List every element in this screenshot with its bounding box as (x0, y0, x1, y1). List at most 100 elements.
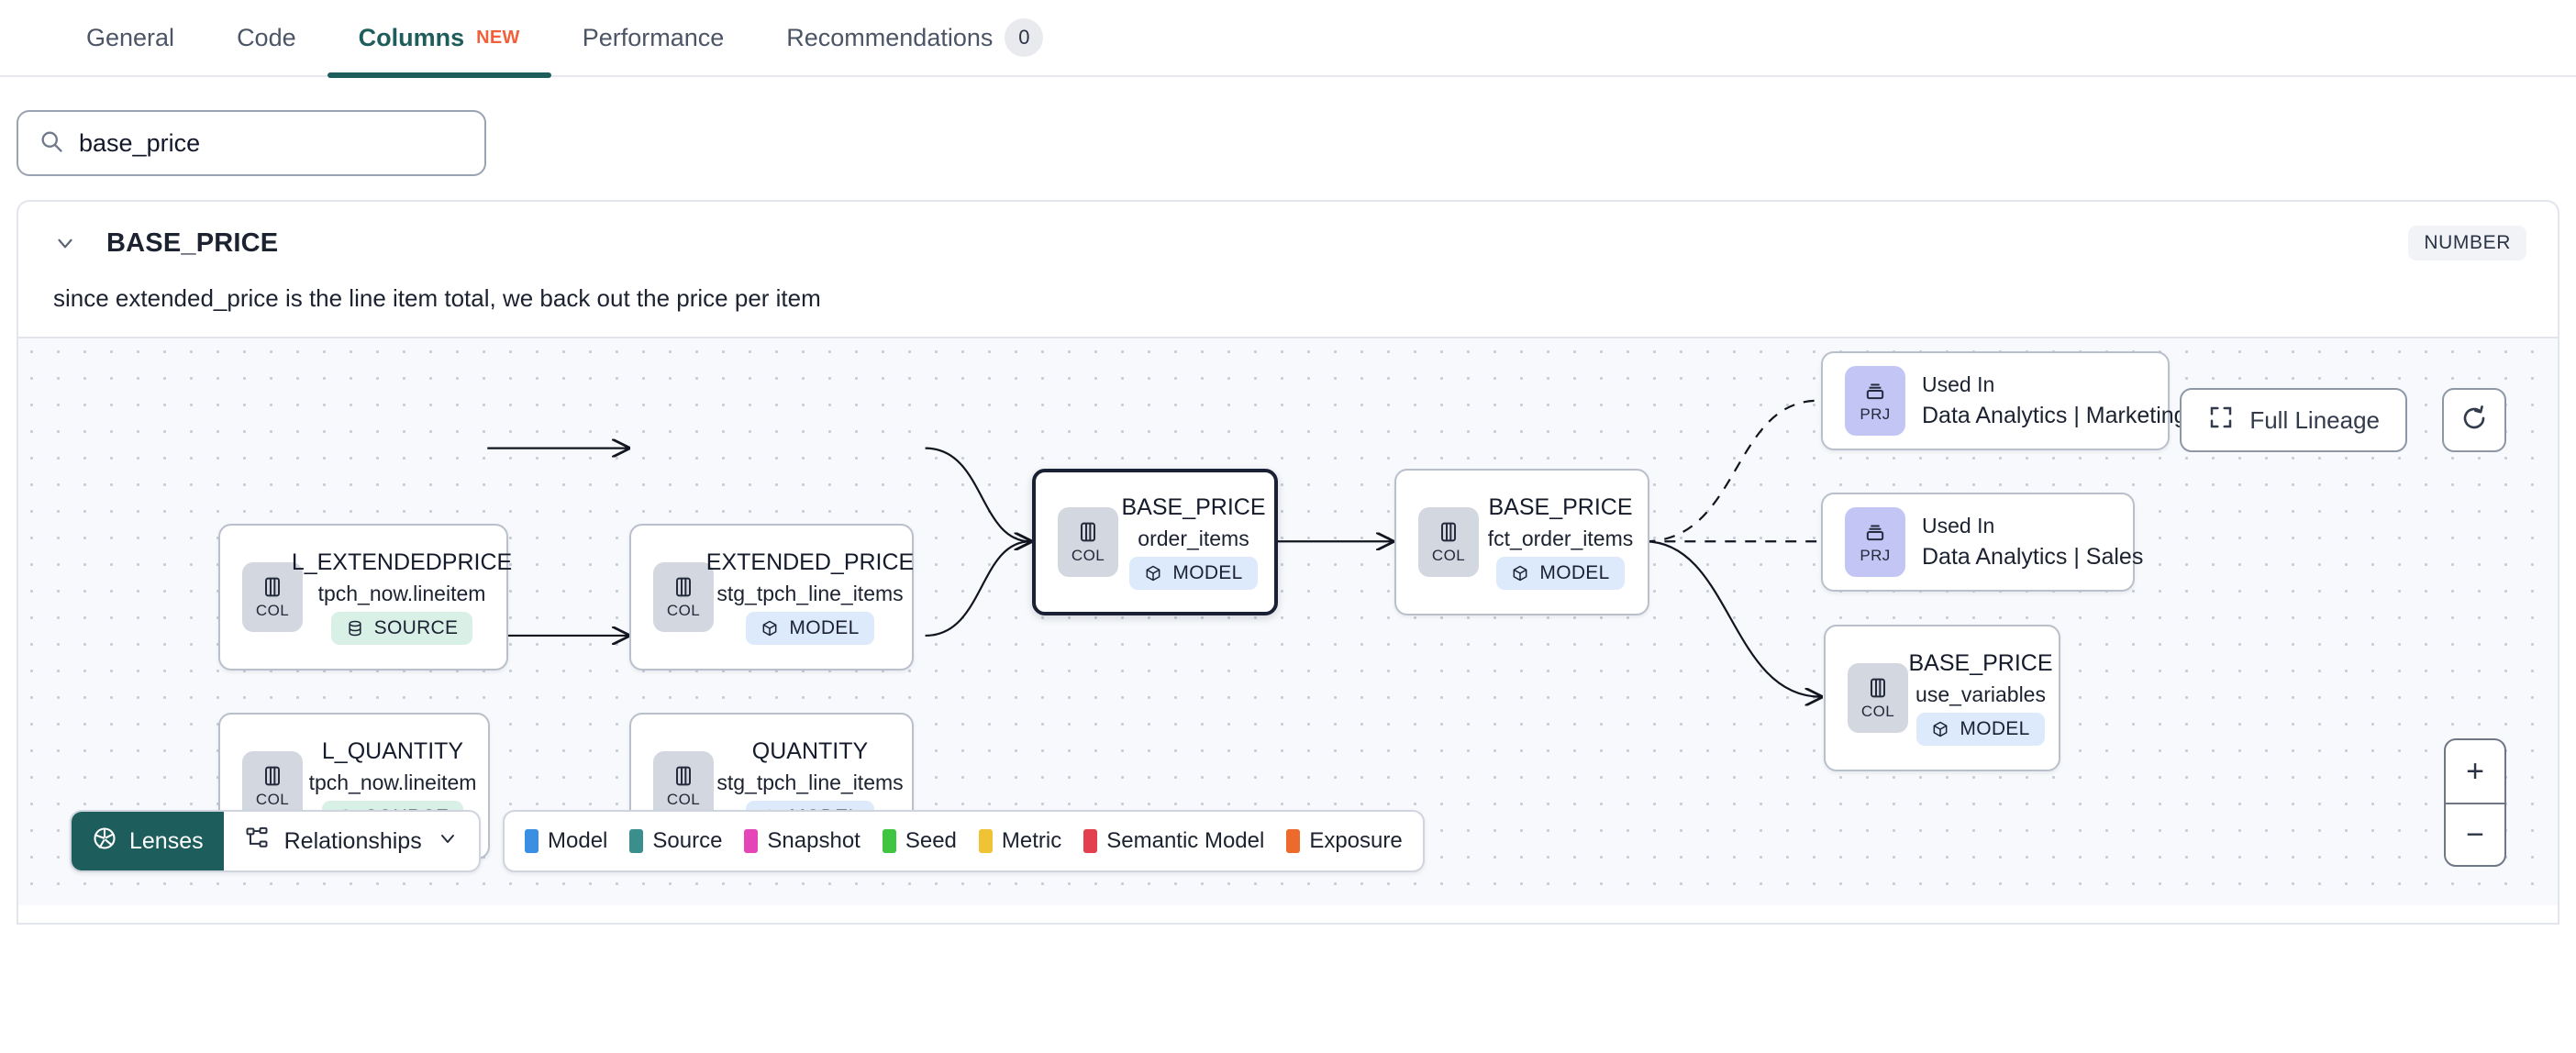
search-icon (39, 128, 64, 159)
tab-code[interactable]: Code (205, 0, 328, 76)
legend-swatch (1286, 829, 1301, 853)
node-pill-label: MODEL (1539, 562, 1610, 583)
node-body: Used In Data Analytics | Marketing (1922, 372, 2187, 429)
legend-swatch (744, 829, 759, 853)
search-box[interactable] (17, 110, 486, 176)
aperture-icon (92, 826, 117, 858)
full-lineage-label: Full Lineage (2249, 405, 2380, 434)
tab-new-flag: NEW (476, 27, 520, 48)
legend-item-seed[interactable]: Seed (882, 828, 957, 854)
node-type-pill: MODEL (1129, 557, 1258, 590)
legend-swatch (1083, 829, 1098, 853)
node-title: BASE_PRICE (1488, 494, 1633, 520)
node-subtitle: order_items (1138, 526, 1249, 550)
tab-label: General (86, 23, 175, 51)
lenses-label: Lenses (129, 827, 204, 854)
legend-item-exposure[interactable]: Exposure (1286, 828, 1403, 854)
cube-icon (762, 620, 777, 637)
node-type-pill: MODEL (1916, 713, 2045, 746)
legend-swatch (629, 829, 644, 853)
project-stack-icon (1866, 525, 1884, 541)
prj-kind-label: PRJ (1860, 547, 1891, 564)
col-kind-badge: COL (242, 751, 303, 821)
node-body: BASE_PRICE use_variables MODEL (1909, 650, 2053, 746)
refresh-button[interactable] (2442, 388, 2506, 452)
legend-label: Model (548, 828, 608, 853)
node-subtitle: fct_order_items (1487, 526, 1634, 550)
col-kind-label: COL (1071, 547, 1105, 564)
tab-label: Performance (582, 23, 725, 51)
legend-label: Exposure (1309, 828, 1403, 853)
col-kind-label: COL (1431, 547, 1466, 564)
node-body: Used In Data Analytics | Sales (1922, 514, 2143, 571)
node-title: BASE_PRICE (1121, 494, 1266, 520)
relationships-dropdown[interactable]: Relationships (224, 812, 479, 870)
search-input[interactable] (79, 128, 464, 158)
col-kind-badge: COL (1058, 507, 1118, 577)
node-title: L_EXTENDEDPRICE (291, 549, 513, 575)
lineage-canvas[interactable]: COL L_EXTENDEDPRICE tpch_now.lineitem SO… (18, 337, 2558, 905)
lineage-node-extended-price[interactable]: COL EXTENDED_PRICE stg_tpch_line_items M… (629, 524, 914, 671)
lineage-node-base-price-use-variables[interactable]: COL BASE_PRICE use_variables MODEL (1824, 625, 2060, 771)
col-kind-badge: COL (242, 562, 303, 632)
legend-item-metric[interactable]: Metric (978, 828, 1061, 854)
tab-label: Columns (358, 23, 465, 51)
lenses-button[interactable]: Lenses (72, 812, 224, 870)
node-title: L_QUANTITY (321, 738, 464, 764)
node-pill-label: MODEL (1172, 562, 1243, 583)
column-description: since extended_price is the line item to… (53, 284, 821, 312)
cube-icon (1146, 565, 1160, 582)
node-subtitle: stg_tpch_line_items (716, 770, 904, 794)
node-title: QUANTITY (751, 738, 869, 764)
tab-label: Code (237, 23, 296, 51)
chevron-down-icon (437, 827, 459, 856)
zoom-out-button[interactable]: − (2446, 803, 2504, 865)
node-title: BASE_PRICE (1908, 650, 2053, 676)
hierarchy-icon (244, 826, 270, 858)
chevron-down-icon[interactable] (50, 227, 81, 259)
node-body: BASE_PRICE fct_order_items MODEL (1488, 494, 1633, 590)
node-title: EXTENDED_PRICE (705, 549, 915, 575)
node-type-pill: MODEL (746, 612, 874, 645)
expand-corners-icon (2207, 404, 2235, 438)
tab-columns[interactable]: Columns NEW (327, 0, 551, 78)
prj-kind-badge: PRJ (1845, 366, 1905, 436)
zoom-in-button[interactable]: + (2466, 753, 2484, 789)
lineage-node-l-extendedprice[interactable]: COL L_EXTENDEDPRICE tpch_now.lineitem SO… (218, 524, 512, 671)
tab-recommendations[interactable]: Recommendations 0 (755, 0, 1074, 76)
search-area (0, 77, 2576, 200)
node-pill-label: MODEL (789, 617, 860, 638)
lineage-node-project-marketing[interactable]: PRJ Used In Data Analytics | Marketing (1821, 351, 2187, 450)
lineage-node-base-price-fct-order-items[interactable]: COL BASE_PRICE fct_order_items MODEL (1394, 469, 1649, 615)
lineage-node-project-sales[interactable]: PRJ Used In Data Analytics | Sales (1821, 493, 2143, 592)
refresh-icon (2459, 404, 2489, 438)
node-pill-label: SOURCE (373, 617, 459, 638)
node-body: EXTENDED_PRICE stg_tpch_line_items MODEL (706, 549, 914, 645)
zoom-controls: + − (2444, 738, 2506, 867)
full-lineage-button[interactable]: Full Lineage (2180, 388, 2407, 452)
col-kind-badge: COL (1848, 663, 1908, 733)
cube-icon (1513, 565, 1527, 582)
col-kind-label: COL (255, 602, 290, 619)
legend-item-semantic-model[interactable]: Semantic Model (1083, 828, 1264, 854)
col-kind-badge: COL (653, 562, 714, 632)
lenses-group: Lenses Relationships (70, 810, 481, 872)
legend-item-snapshot[interactable]: Snapshot (744, 828, 861, 854)
lineage-node-base-price-order-items[interactable]: COL BASE_PRICE order_items MODEL (1032, 469, 1278, 615)
node-pill-label: MODEL (1960, 718, 2030, 739)
tab-performance[interactable]: Performance (551, 0, 756, 76)
col-kind-badge: COL (653, 751, 714, 821)
page-title: BASE_PRICE (106, 227, 279, 258)
legend-item-model[interactable]: Model (525, 828, 607, 854)
node-caption: Used In (1922, 514, 1995, 538)
legend-swatch (525, 829, 539, 853)
col-kind-badge: COL (1418, 507, 1479, 577)
legend-label: Source (652, 828, 723, 853)
legend-item-source[interactable]: Source (629, 828, 722, 854)
tab-label: Recommendations (786, 23, 994, 51)
node-type-pill: SOURCE (330, 612, 473, 645)
node-subtitle: tpch_now.lineitem (308, 770, 477, 794)
project-stack-icon (1866, 383, 1884, 400)
tab-general[interactable]: General (55, 0, 205, 76)
node-body: BASE_PRICE order_items MODEL (1122, 494, 1266, 590)
